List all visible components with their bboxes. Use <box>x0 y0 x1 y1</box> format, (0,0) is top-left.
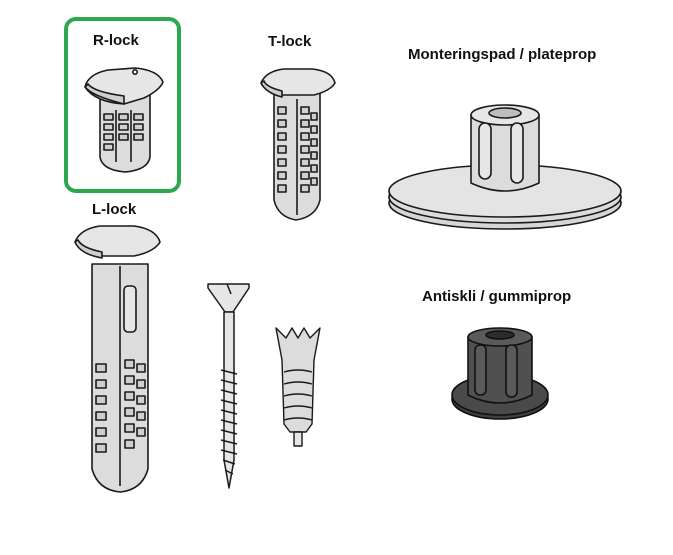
l-lock-illustration[interactable] <box>72 224 167 496</box>
t-lock-illustration[interactable] <box>258 65 338 225</box>
label-monteringspad: Monteringspad / plateprop <box>408 46 597 63</box>
gummiprop-illustration[interactable] <box>448 325 552 425</box>
label-antiskli: Antiskli / gummiprop <box>422 288 572 305</box>
monteringspad-illustration[interactable] <box>385 95 625 235</box>
label-r-lock: R-lock <box>93 32 139 49</box>
r-lock-illustration[interactable] <box>80 62 170 177</box>
wall-plug-illustration[interactable] <box>270 324 326 450</box>
selected-highlight-r-lock[interactable] <box>64 17 181 193</box>
label-l-lock: L-lock <box>92 201 137 218</box>
screw-illustration[interactable] <box>205 280 253 492</box>
label-t-lock: T-lock <box>268 33 312 50</box>
